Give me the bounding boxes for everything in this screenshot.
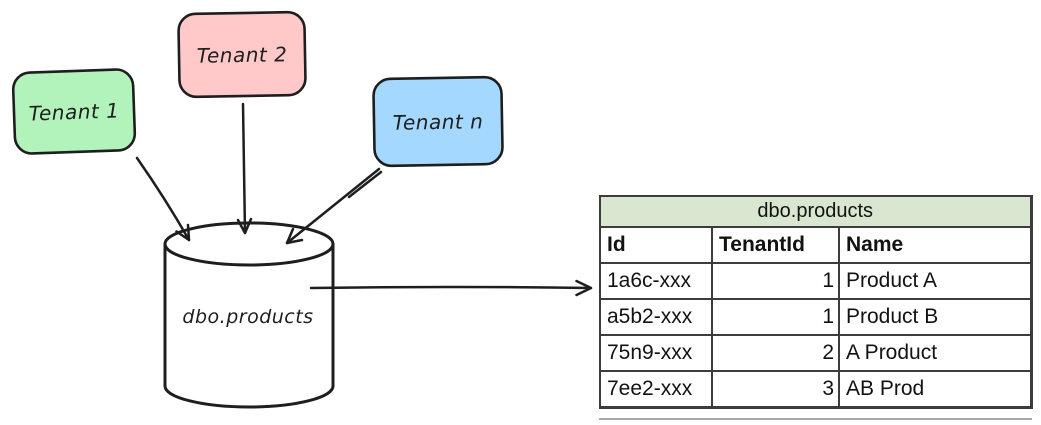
column-header-name: Name (838, 226, 1033, 264)
column-header-tenantid: TenantId (711, 226, 840, 264)
table-row: a5b2-xxx 1 Product B (599, 298, 1033, 336)
cell-tenantid: 1 (711, 262, 840, 300)
tenant-1-label: Tenant 1 (28, 98, 119, 125)
arrow-tenantn-to-db (285, 167, 383, 245)
arrow-tenant1-to-db (135, 156, 191, 242)
cell-tenantid: 1 (711, 298, 840, 336)
cell-name: A Product (838, 334, 1033, 372)
table-title: dbo.products (599, 195, 1033, 228)
column-header-id: Id (599, 226, 713, 264)
tenant-n-box (372, 75, 504, 168)
cell-tenantid: 2 (711, 334, 840, 372)
table-row: 1a6c-xxx 1 Product A (599, 262, 1033, 300)
table-row: 7ee2-xxx 3 AB Prod (599, 370, 1033, 409)
cell-id: 75n9-xxx (599, 334, 713, 372)
products-table: dbo.products Id TenantId Name 1a6c-xxx 1… (599, 195, 1033, 409)
cell-name: Product A (838, 262, 1033, 300)
cylinder-body (163, 242, 335, 409)
cell-name: AB Prod (838, 370, 1033, 409)
table-bottom-gridline (599, 418, 1032, 420)
tenant-2-box (177, 10, 307, 99)
cell-id: a5b2-xxx (599, 298, 713, 336)
table-title-row: dbo.products (599, 195, 1033, 228)
tenant-n-node: Tenant n (372, 75, 504, 168)
tenant-2-node: Tenant 2 (177, 10, 307, 99)
cell-id: 7ee2-xxx (599, 370, 713, 409)
database-label: dbo.products (182, 306, 313, 328)
sketch-diagram: Tenant 1 Tenant 2 Tenant n (11, 10, 593, 409)
arrow-db-to-table (309, 279, 593, 297)
table-row: 75n9-xxx 2 A Product (599, 334, 1033, 372)
tenant-n-label: Tenant n (393, 109, 484, 135)
arrow-tenant2-to-db (236, 102, 253, 235)
table-header-row: Id TenantId Name (599, 226, 1033, 264)
cell-name: Product B (838, 298, 1033, 336)
tenant-1-box (11, 68, 137, 155)
tenant-2-label: Tenant 2 (197, 42, 288, 68)
cylinder-top (163, 221, 335, 267)
cell-id: 1a6c-xxx (599, 262, 713, 300)
cell-tenantid: 3 (711, 370, 840, 409)
tenant-1-node: Tenant 1 (11, 68, 137, 155)
